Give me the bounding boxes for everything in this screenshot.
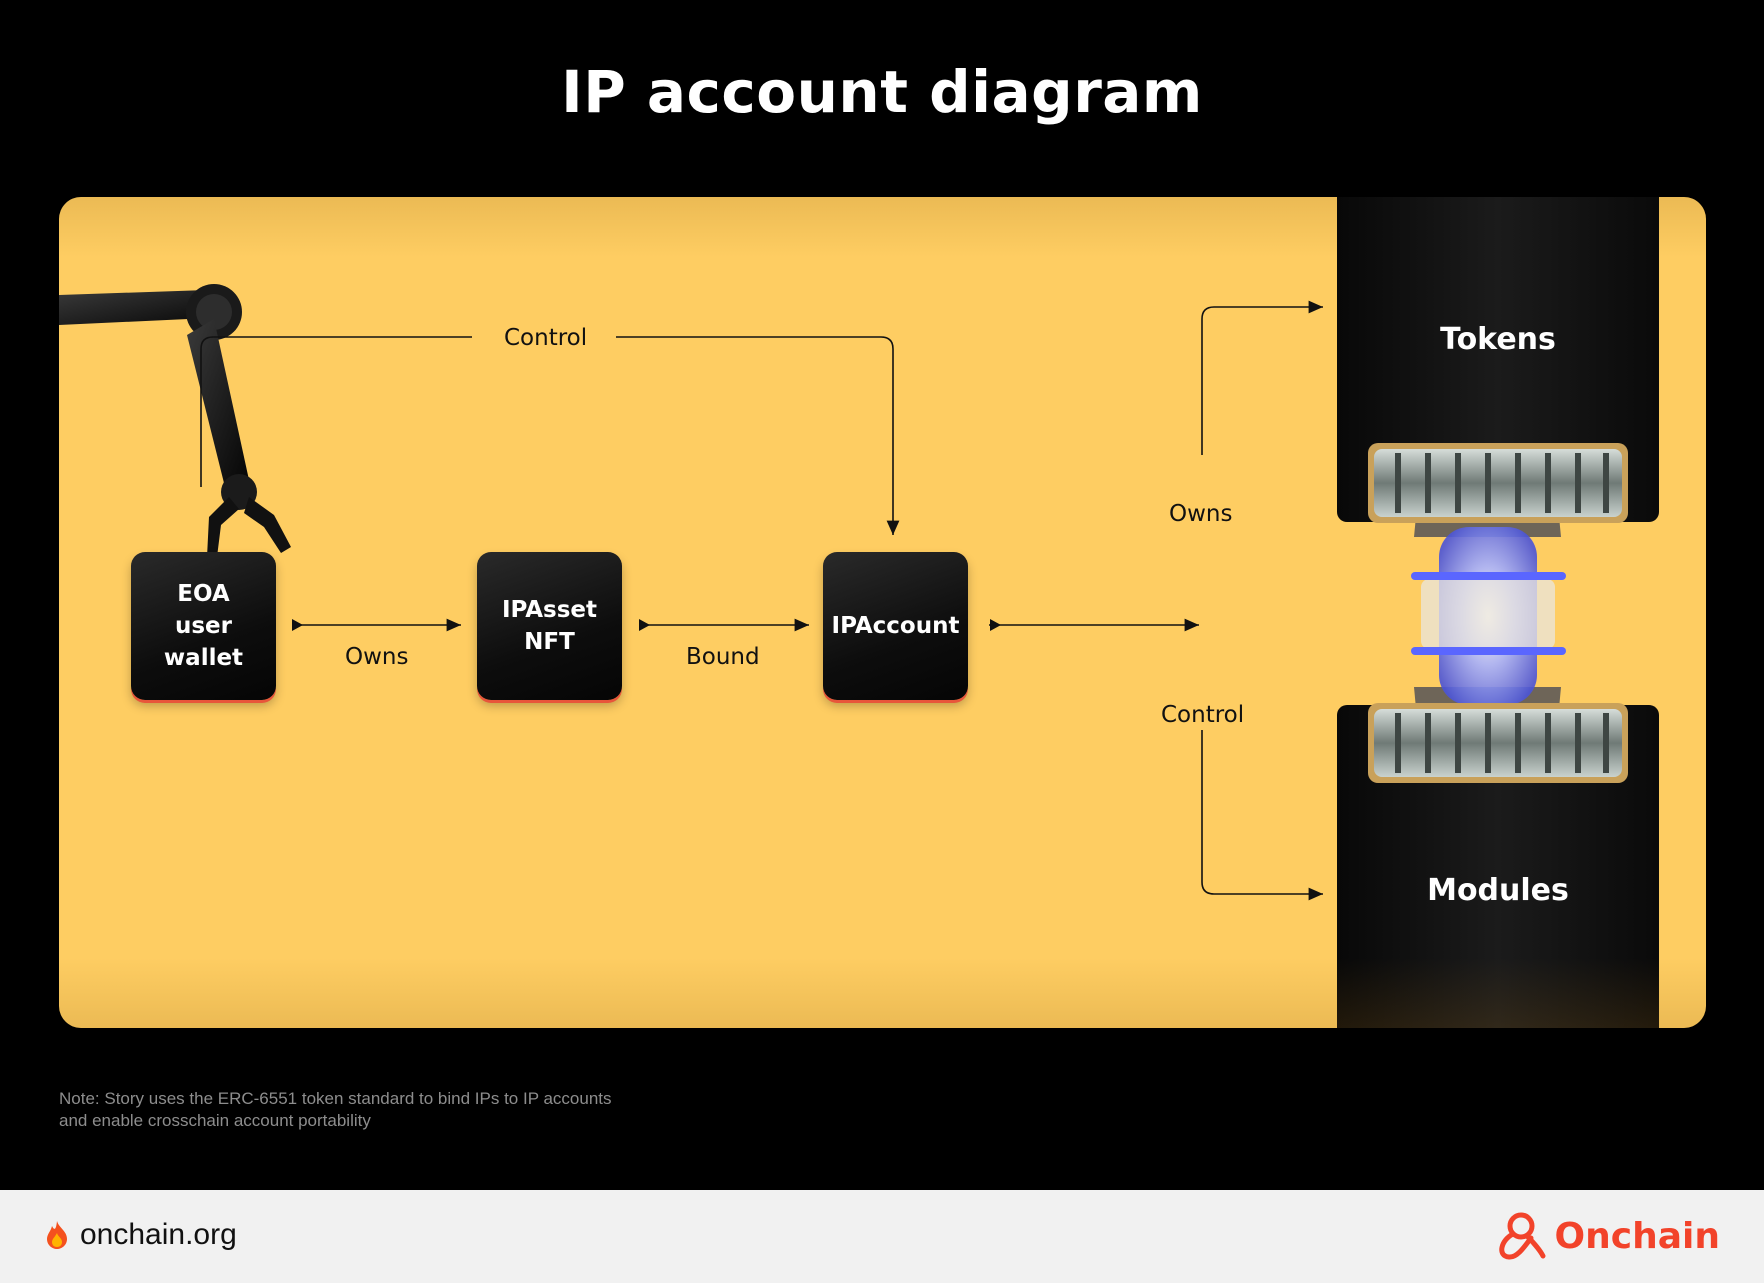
modules-connector-image xyxy=(1368,703,1628,783)
modules-label: Modules xyxy=(1427,873,1569,908)
tokens-connector-image xyxy=(1368,443,1628,523)
ipasset-nft-node: IPAsset NFT xyxy=(477,552,622,700)
onchain-logo: Onchain xyxy=(1491,1210,1720,1262)
tokens-label: Tokens xyxy=(1440,322,1556,357)
owns-line-to-tokens xyxy=(1201,300,1323,455)
control-line-eoa-to-ipaccount xyxy=(200,336,893,535)
site-url: onchain.org xyxy=(80,1218,237,1251)
ipaccount-node: IPAccount xyxy=(823,552,968,700)
control-label-top: Control xyxy=(504,325,588,351)
control-line-to-modules xyxy=(1201,730,1323,901)
eoa-user-wallet-node: EOA user wallet xyxy=(131,552,276,700)
connector-start-markers xyxy=(292,619,1001,631)
site-link[interactable]: onchain.org xyxy=(44,1218,237,1252)
owns-label-eoa: Owns xyxy=(345,644,409,670)
connectors xyxy=(200,300,1323,901)
control-label-modules: Control xyxy=(1161,702,1245,728)
brand-name: Onchain xyxy=(1554,1215,1720,1257)
page-title: IP account diagram xyxy=(561,58,1203,126)
robot-arm-image xyxy=(59,284,291,557)
onchain-logo-icon xyxy=(1498,1212,1546,1260)
diagram-panel: EOA user wallet IPAsset NFT IPAccount Co… xyxy=(59,197,1706,1028)
flame-icon xyxy=(47,1221,67,1249)
owns-label-tokens: Owns xyxy=(1169,501,1233,527)
footer-bar: onchain.org Onchain xyxy=(0,1190,1764,1283)
bound-label: Bound xyxy=(686,644,760,670)
footnote: Note: Story uses the ERC-6551 token stan… xyxy=(59,1089,612,1130)
